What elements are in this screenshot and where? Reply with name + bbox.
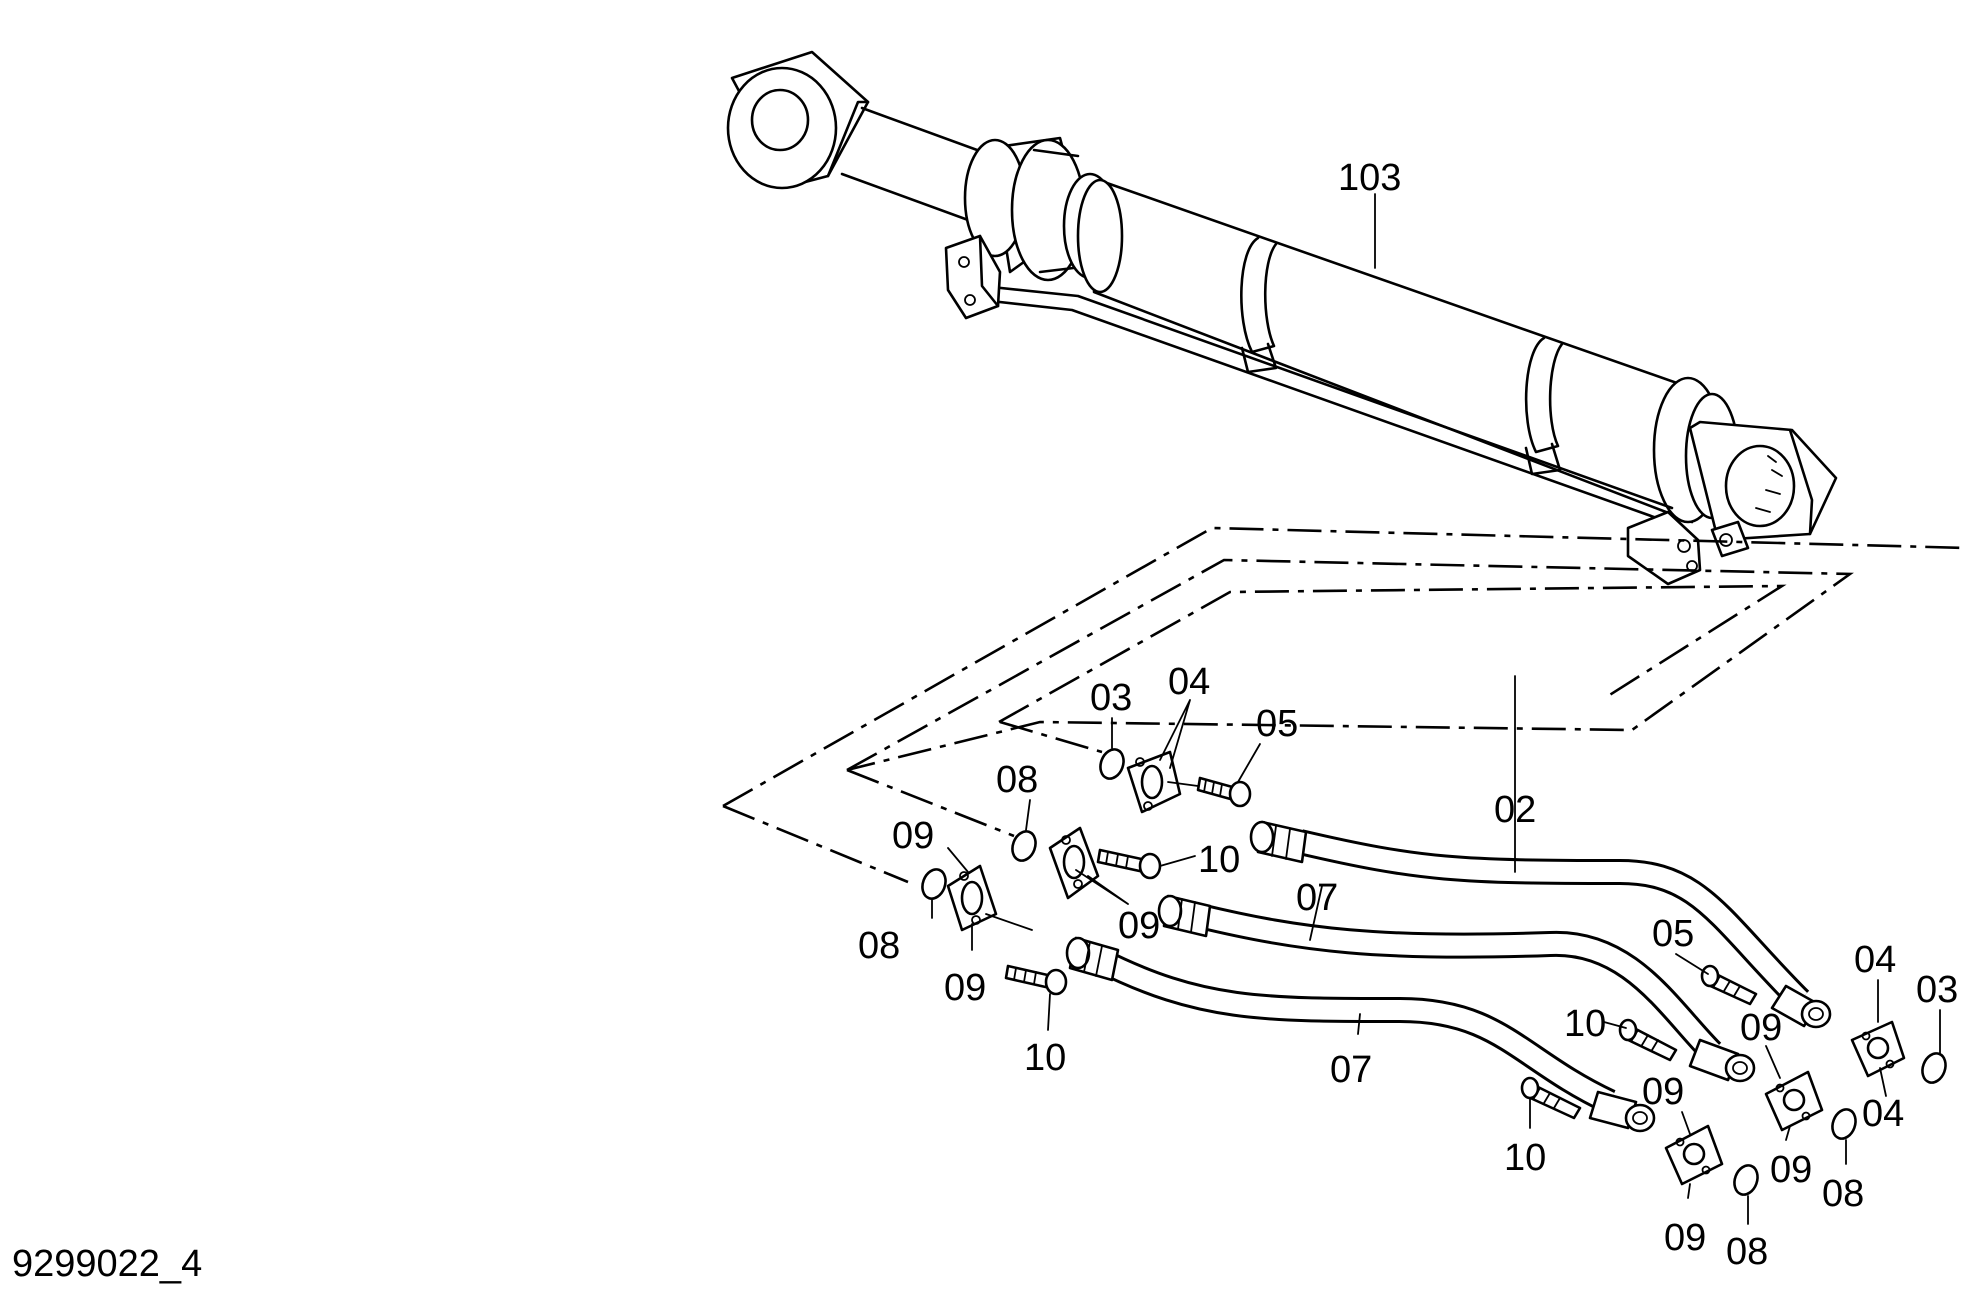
callout-09: 09 <box>944 967 986 1009</box>
callout-04: 04 <box>1862 1093 1904 1135</box>
callout-09: 09 <box>1740 1007 1782 1049</box>
drawing-code: 9299022_4 <box>12 1243 202 1285</box>
callout-05: 05 <box>1256 703 1298 745</box>
callout-10: 10 <box>1198 839 1240 881</box>
hydraulic-cylinder: 103 <box>726 50 1838 586</box>
callout-labels: 03 04 05 08 02 09 10 07 09 08 09 10 07 0… <box>858 661 1958 1273</box>
callout-08: 08 <box>858 925 900 967</box>
callout-05: 05 <box>1652 913 1694 955</box>
callout-09: 09 <box>1642 1071 1684 1113</box>
callout-09: 09 <box>1664 1217 1706 1259</box>
routing-frames <box>722 526 1968 884</box>
callout-103: 103 <box>1338 157 1401 199</box>
callout-10: 10 <box>1024 1037 1066 1079</box>
callout-03: 03 <box>1090 677 1132 719</box>
callout-09: 09 <box>892 815 934 857</box>
callout-07: 07 <box>1296 877 1338 919</box>
callout-02: 02 <box>1494 789 1536 831</box>
callout-08: 08 <box>1822 1173 1864 1215</box>
callout-08: 08 <box>1726 1231 1768 1273</box>
callout-03: 03 <box>1916 969 1958 1011</box>
hose-fittings <box>1065 820 1832 1133</box>
callout-04: 04 <box>1854 939 1896 981</box>
callout-04: 04 <box>1168 661 1210 703</box>
hoses <box>1094 829 1810 1114</box>
bolts <box>1004 776 1758 1120</box>
o-rings <box>921 748 1947 1196</box>
callout-09: 09 <box>1118 905 1160 947</box>
callout-10: 10 <box>1504 1137 1546 1179</box>
leader-lines <box>931 675 1941 1225</box>
callout-09: 09 <box>1770 1149 1812 1191</box>
callout-08: 08 <box>996 759 1038 801</box>
callout-07: 07 <box>1330 1049 1372 1091</box>
callout-10: 10 <box>1564 1003 1606 1045</box>
